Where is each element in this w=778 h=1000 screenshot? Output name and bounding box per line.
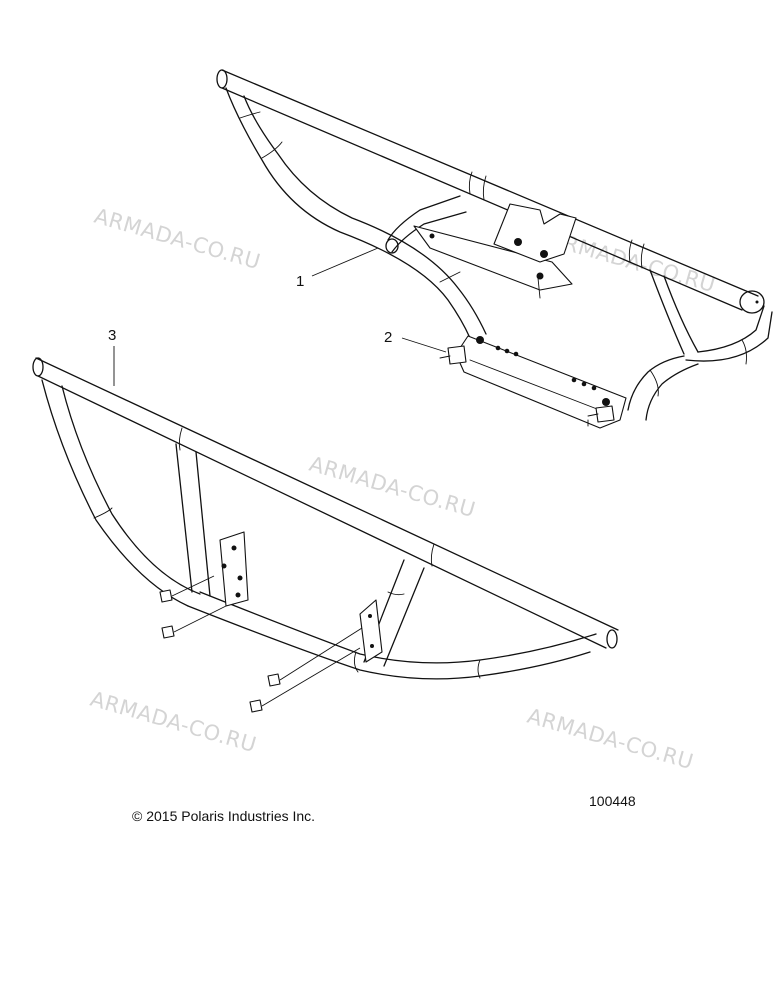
- watermark-3: ARMADA-CO.RU: [307, 452, 479, 522]
- watermark-4: ARMADA-CO.RU: [88, 687, 260, 757]
- bolt-1: [159, 575, 215, 603]
- callout-label-3: 3: [108, 327, 116, 344]
- stud-fastener-left: [439, 345, 467, 365]
- callout-label-2: 2: [384, 329, 392, 346]
- stud-fastener-right: [587, 405, 615, 427]
- figure-number: 100448: [589, 793, 636, 809]
- watermark-5: ARMADA-CO.RU: [525, 704, 697, 774]
- rear-bumper-assembly: [216, 69, 773, 429]
- front-bumper: [32, 357, 619, 680]
- callout-3: 3: [108, 327, 116, 386]
- callout-2: 2: [384, 329, 447, 353]
- callout-label-1: 1: [296, 273, 304, 290]
- watermark-1: ARMADA-CO.RU: [92, 204, 264, 274]
- bolt-4: [249, 647, 361, 713]
- bolt-2: [161, 605, 227, 639]
- callout-1: 1: [296, 247, 379, 290]
- copyright-text: © 2015 Polaris Industries Inc.: [132, 808, 315, 824]
- bolt-3: [267, 627, 363, 687]
